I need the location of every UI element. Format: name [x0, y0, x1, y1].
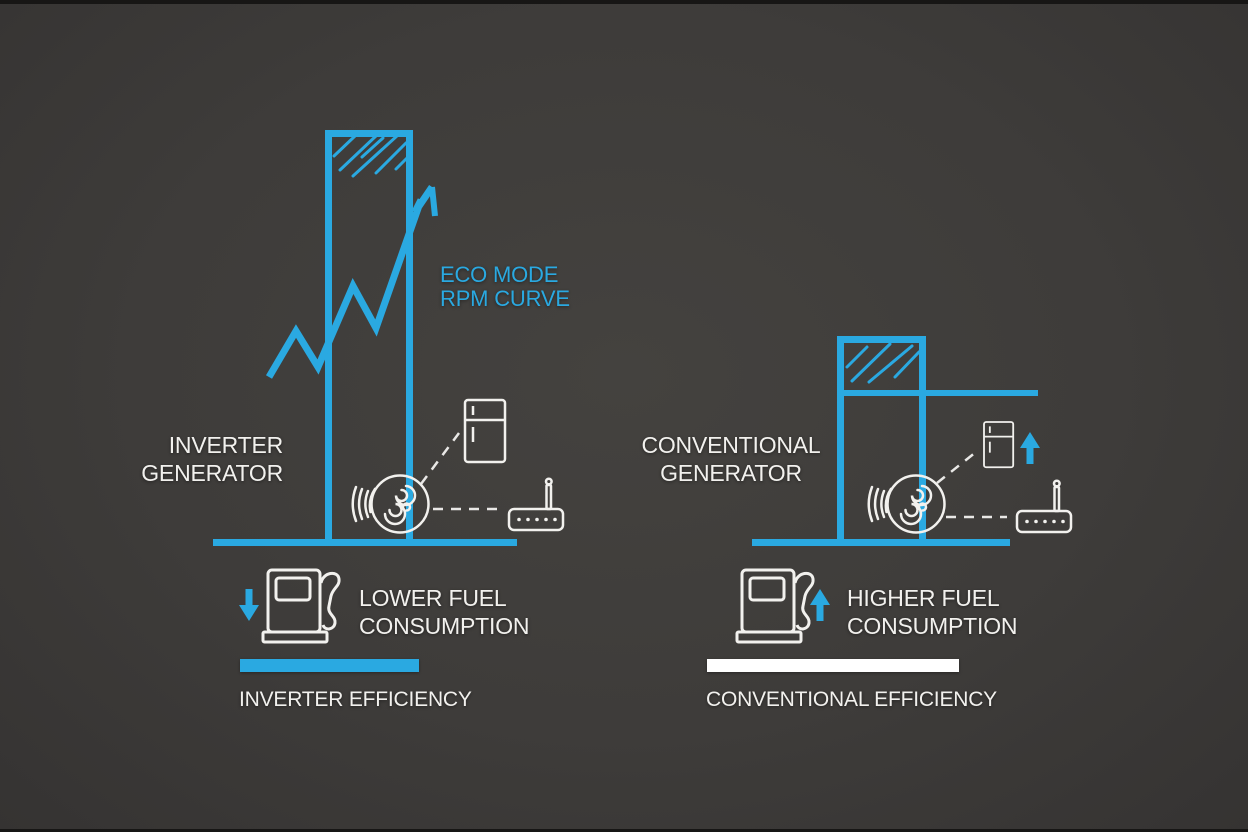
consumption-line: CONSUMPTION	[359, 613, 530, 639]
eco-mode-line: ECO MODE	[440, 262, 559, 287]
lower-fuel-line: LOWER FUEL	[359, 585, 507, 611]
bottom-border	[0, 829, 1248, 832]
conventional-generator-label: CONVENTIONAL GENERATOR	[631, 431, 831, 487]
up-arrow-icon	[1020, 432, 1040, 464]
consumption-line: CONSUMPTION	[847, 613, 1018, 639]
up-arrow-icon	[810, 589, 830, 621]
inverter-generator-group	[213, 130, 565, 644]
eco-mode-rpm-curve-label: ECO MODE RPM CURVE	[440, 263, 570, 311]
inverter-efficiency-bar	[240, 659, 419, 672]
eco-rpm-curve	[265, 185, 438, 379]
inverter-generator-label: INVERTER GENERATOR	[113, 431, 283, 487]
inverter-line: INVERTER	[168, 432, 283, 458]
rpm-curve-line: RPM CURVE	[440, 286, 570, 311]
conventional-generator-group	[735, 336, 1073, 644]
conventional-line: CONVENTIONAL	[641, 432, 821, 458]
top-border	[0, 0, 1248, 4]
conventional-bar-hatch	[845, 342, 921, 384]
conventional-efficiency-label: CONVENTIONAL EFFICIENCY	[706, 688, 997, 711]
engine-icon	[867, 474, 946, 534]
router-icon	[507, 477, 565, 532]
higher-fuel-consumption-label: HIGHER FUEL CONSUMPTION	[847, 584, 1018, 640]
fuel-pump-icon	[735, 568, 815, 644]
inverter-bar-hatch	[332, 133, 410, 178]
lower-fuel-consumption-label: LOWER FUEL CONSUMPTION	[359, 584, 530, 640]
fridge-icon	[463, 398, 507, 464]
engine-icon	[351, 474, 430, 534]
generator-line: GENERATOR	[660, 460, 802, 486]
dashed-connectors-right	[936, 451, 1007, 519]
conventional-bar	[837, 336, 926, 546]
conventional-efficiency-bar	[707, 659, 959, 672]
inverter-efficiency-label: INVERTER EFFICIENCY	[239, 688, 472, 711]
fridge-icon	[983, 421, 1015, 469]
generator-line: GENERATOR	[141, 460, 283, 486]
router-icon	[1015, 479, 1073, 534]
eco-rpm-curve-arrow	[429, 186, 438, 217]
dashed-connectors-left	[419, 432, 504, 511]
fuel-pump-icon	[261, 568, 341, 644]
inverter-bar	[325, 130, 413, 546]
higher-fuel-line: HIGHER FUEL	[847, 585, 1000, 611]
down-arrow-icon	[239, 589, 259, 621]
